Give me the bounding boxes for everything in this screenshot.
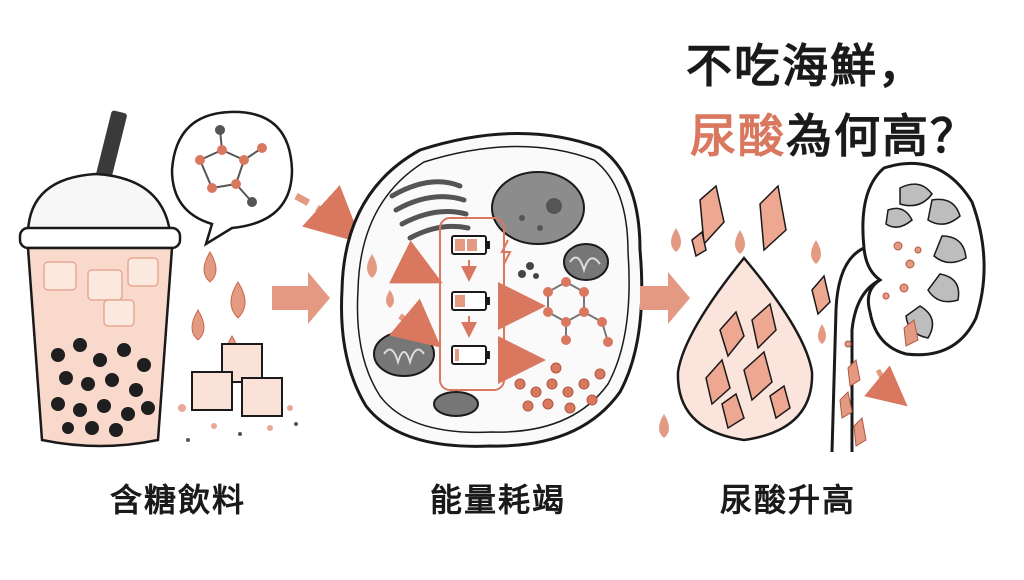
battery-full-icon [451, 235, 490, 255]
cell-icon [340, 132, 644, 448]
kidney-icon [830, 161, 986, 453]
title-rest: 為何高？ [786, 109, 978, 163]
title-accent: 尿酸 [690, 109, 786, 163]
sugar-drops-and-cubes [178, 251, 298, 442]
title-line-2: 尿酸為何高？ [690, 100, 978, 166]
battery-empty-icon [451, 345, 490, 365]
step-label-energy-depletion: 能量耗竭 [429, 481, 567, 519]
step-label-sugary-drink: 含糖飲料 [109, 481, 247, 519]
step-label-uric-acid-rise: 尿酸升高 [719, 481, 857, 519]
fructose-molecule-bubble [170, 110, 294, 247]
bubble-tea-icon [18, 110, 182, 448]
battery-half-icon [451, 291, 490, 311]
arrow-1-icon [272, 272, 330, 324]
dashed-arrow-icon [294, 185, 363, 244]
title-line-1: 不吃海鮮， [686, 39, 926, 93]
arrow-2-icon [640, 272, 690, 324]
uric-acid-crystal-drop-icon [659, 184, 831, 442]
